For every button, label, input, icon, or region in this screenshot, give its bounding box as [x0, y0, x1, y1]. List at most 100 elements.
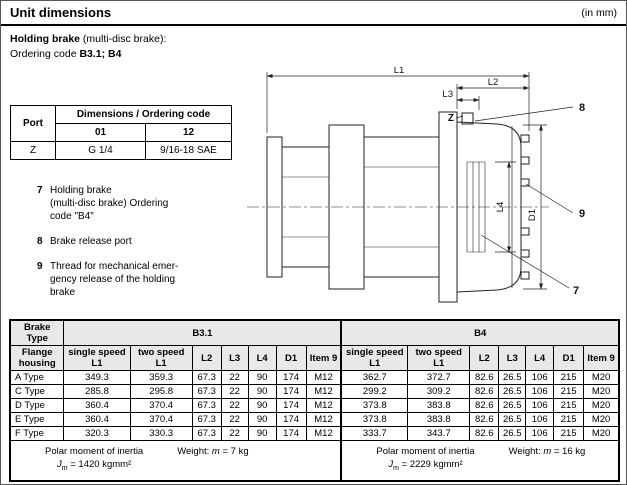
cell: 67.3 — [191, 370, 222, 385]
weight-symbol: m — [543, 446, 552, 458]
footer-b31: Polar moment of inertia Jm = 1420 kgmm² … — [9, 440, 342, 481]
cell: 362.7 — [340, 370, 409, 385]
cell: 106 — [525, 370, 555, 385]
cell: 90 — [247, 370, 277, 385]
cell: 22 — [220, 370, 249, 385]
dim-label-l3: L3 — [442, 89, 453, 100]
cell: M20 — [583, 426, 620, 441]
cell: 26.5 — [498, 370, 527, 385]
dim-label-l1: L1 — [394, 67, 405, 76]
cell: 106 — [525, 398, 555, 413]
col-header: L3 — [220, 345, 249, 371]
cell: 383.8 — [407, 412, 471, 427]
inertia-value: Jm = 1420 kgmm² — [45, 458, 143, 475]
cell: 90 — [247, 398, 277, 413]
port-table: Port Dimensions / Ordering code 01 12 Z … — [10, 105, 232, 160]
legend-notes: 7 Holding brake (multi-disc brake) Order… — [37, 184, 222, 311]
cell: 372.7 — [407, 370, 471, 385]
cell: 26.5 — [498, 426, 527, 441]
note-8: 8 Brake release port — [37, 235, 222, 248]
weight-b4: Weight: m = 16 kg — [509, 445, 586, 458]
ordering-code-bold: B3.1; B4 — [79, 48, 122, 60]
page-title: Unit dimensions — [10, 5, 112, 20]
cell: 174 — [275, 398, 307, 413]
col-header: single speed L1 — [340, 345, 409, 371]
j-subscript: m — [61, 465, 68, 473]
subtitle-line: Holding brake (multi-disc brake): — [10, 32, 166, 47]
j-subscript: m — [393, 465, 399, 473]
col-header: Item 9 — [583, 345, 620, 371]
cell: 295.8 — [129, 384, 193, 399]
cell: 174 — [275, 412, 307, 427]
cell: 215 — [553, 384, 585, 399]
col-header: two speed L1 — [407, 345, 471, 371]
callout-9: 9 — [579, 208, 585, 220]
code-01-header: 01 — [55, 123, 146, 142]
group-header-b31: B3.1 — [63, 319, 342, 346]
cell: M12 — [305, 370, 342, 385]
table-row: A Type 349.3 359.3 67.3 22 90 174 M12 36… — [9, 370, 620, 385]
cell: 106 — [525, 426, 555, 441]
table-row: F Type 320.3 330.3 67.3 22 90 174 M12 33… — [9, 426, 620, 441]
inertia-b4: Polar moment of inertia Jm = 2229 kgmm² — [376, 445, 474, 475]
j-value: = 1420 kgmm² — [67, 459, 132, 471]
callout-7: 7 — [573, 285, 579, 297]
cell: 106 — [525, 384, 555, 399]
dimension-lines — [266, 72, 574, 290]
cell: 174 — [275, 370, 307, 385]
note-7-text: Holding brake (multi-disc brake) Orderin… — [50, 185, 169, 222]
cell: 106 — [525, 412, 555, 427]
port-table-header-row: Port Dimensions / Ordering code — [10, 105, 232, 142]
cell: 26.5 — [498, 384, 527, 399]
dim-label-l2: L2 — [488, 77, 499, 88]
cell: 359.3 — [129, 370, 193, 385]
group-header-b4: B4 — [340, 319, 620, 346]
group-header-row: Brake Type B3.1 B4 — [9, 319, 620, 346]
inertia-label: Polar moment of inertia — [376, 446, 475, 458]
note-9-text: Thread for mechanical emer- gency releas… — [50, 261, 179, 298]
port-code-12-cell: 9/16-18 SAE — [145, 141, 232, 160]
j-symbol: J — [57, 459, 62, 471]
cell: 26.5 — [498, 398, 527, 413]
dimension-table: Brake Type B3.1 B4 Flange housing single… — [9, 319, 620, 482]
col-header: Item 9 — [305, 345, 342, 371]
cell: 82.6 — [469, 398, 500, 413]
footer-b4: Polar moment of inertia Jm = 2229 kgmm² … — [340, 440, 620, 481]
cell: 26.5 — [498, 412, 527, 427]
cell: 343.7 — [407, 426, 471, 441]
cell: M12 — [305, 412, 342, 427]
cell: M20 — [583, 370, 620, 385]
flange-cell: D Type — [9, 398, 65, 413]
cell: 67.3 — [191, 384, 222, 399]
callout-8-leader — [474, 106, 574, 122]
cell: 67.3 — [191, 412, 222, 427]
cell: 360.4 — [63, 412, 131, 427]
brake-type-header: Brake Type — [9, 319, 65, 346]
weight-symbol: m — [211, 446, 220, 458]
dim-label-l4: L4 — [495, 202, 506, 213]
cell: 82.6 — [469, 412, 500, 427]
note-8-number: 8 — [37, 236, 43, 247]
subtitle-bold: Holding brake — [10, 33, 81, 45]
callout-labels: 8 9 7 — [573, 102, 585, 297]
cell: 22 — [220, 412, 249, 427]
weight-label: Weight: — [177, 446, 212, 458]
j-symbol: J — [388, 459, 394, 471]
col-header: L4 — [525, 345, 555, 371]
port-column-header: Port — [10, 105, 56, 142]
cell: 82.6 — [469, 384, 500, 399]
cell: 22 — [220, 426, 249, 441]
cell: 90 — [247, 426, 277, 441]
motor-cross-section — [266, 111, 458, 303]
code-12-header: 12 — [145, 123, 232, 142]
technical-drawing: L1 L2 L3 Z L4 D1 8 9 7 — [247, 67, 585, 303]
note-9: 9 Thread for mechanical emer- gency rele… — [37, 260, 222, 299]
cell: 383.8 — [407, 398, 471, 413]
flange-cell: A Type — [9, 370, 65, 385]
weight-value: = 7 kg — [219, 446, 249, 458]
dimension-labels: L1 L2 L3 Z L4 D1 — [394, 67, 538, 221]
column-header-row: Flange housing single speed L1 two speed… — [9, 345, 620, 371]
cell: 82.6 — [469, 426, 500, 441]
port-table-row: Z G 1/4 9/16-18 SAE — [10, 141, 232, 160]
